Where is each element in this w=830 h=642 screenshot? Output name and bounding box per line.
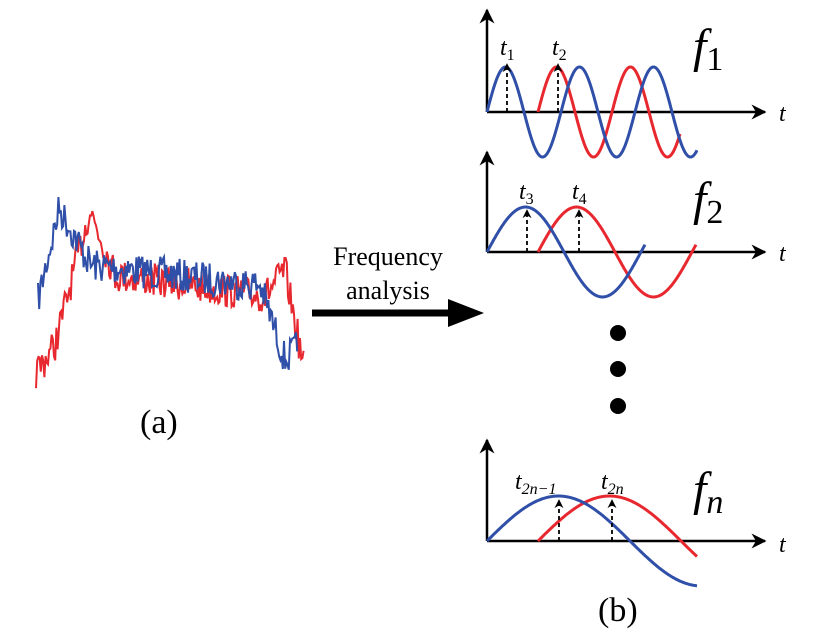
f2-marker-4-label: t4 — [572, 179, 587, 208]
ellipsis-dots — [610, 325, 626, 414]
ellipsis-dot-2 — [610, 361, 626, 377]
fn-marker-2n-label: t2n — [601, 469, 624, 498]
frequency-analysis-arrow: Frequency analysis — [312, 242, 484, 327]
f2-frequency-label: f2 — [693, 173, 723, 231]
panel-a-label: (a) — [140, 404, 178, 441]
panel-f2: t3 t4 f2 t — [479, 150, 787, 299]
arrow-label-frequency: Frequency — [333, 242, 443, 271]
blue-noisy-signal — [37, 197, 299, 370]
fn-marker-2n-1-label: t2n−1 — [515, 469, 556, 498]
panel-a: (a) — [35, 197, 305, 441]
panel-fn: t2n−1 t2n fn t — [479, 438, 787, 588]
arrow-label-analysis: analysis — [346, 276, 430, 305]
f2-marker-3-label: t3 — [519, 179, 534, 208]
arrow-head — [448, 299, 484, 327]
f2-t-axis-label: t — [779, 241, 787, 267]
fn-t-axis-label: t — [779, 532, 787, 558]
ellipsis-dot-3 — [610, 398, 626, 414]
f1-marker-1-label: t1 — [500, 35, 515, 64]
ellipsis-dot-1 — [610, 325, 626, 341]
f1-t-axis-label: t — [779, 101, 787, 127]
f2-blue-wave — [485, 205, 647, 299]
panel-f1: t1 t2 f1 t — [479, 8, 787, 159]
f1-frequency-label: f1 — [693, 20, 723, 78]
f1-marker-2-label: t2 — [552, 35, 567, 64]
panel-b-label: (b) — [598, 592, 638, 629]
fn-frequency-label: fn — [693, 463, 723, 521]
f1-blue-wave — [485, 65, 699, 159]
fn-red-wave — [536, 494, 699, 558]
f2-red-wave — [536, 205, 698, 299]
fn-blue-wave — [485, 494, 698, 588]
